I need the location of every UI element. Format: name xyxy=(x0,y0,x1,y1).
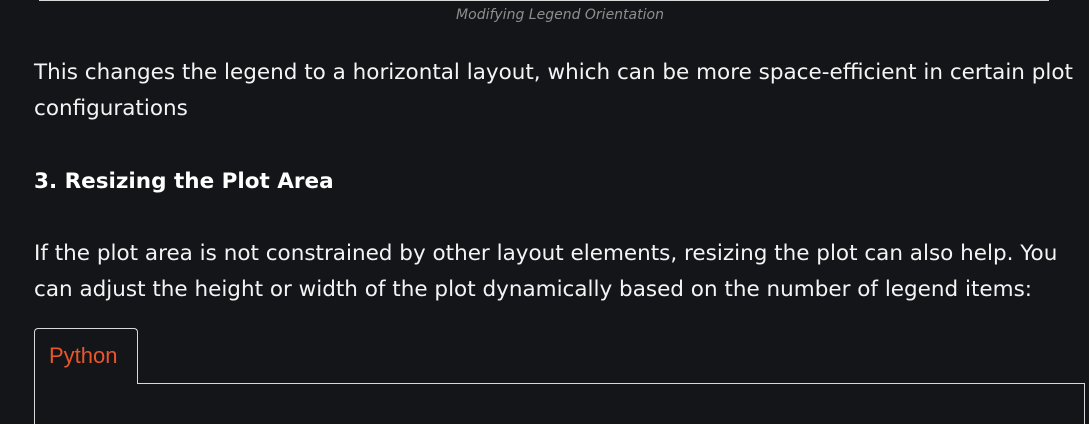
figure-caption: Modifying Legend Orientation xyxy=(456,7,664,23)
paragraph-resizing: If the plot area is not constrained by o… xyxy=(34,241,1058,302)
code-block xyxy=(34,383,1085,424)
image-frame-bottom-edge xyxy=(39,0,1049,1)
paragraph-legend-orientation: This changes the legend to a horizontal … xyxy=(34,60,1073,121)
code-tab-label: Python xyxy=(49,343,118,368)
section-heading: 3. Resizing the Plot Area xyxy=(34,169,334,194)
code-tab-python[interactable]: Python xyxy=(34,328,138,384)
